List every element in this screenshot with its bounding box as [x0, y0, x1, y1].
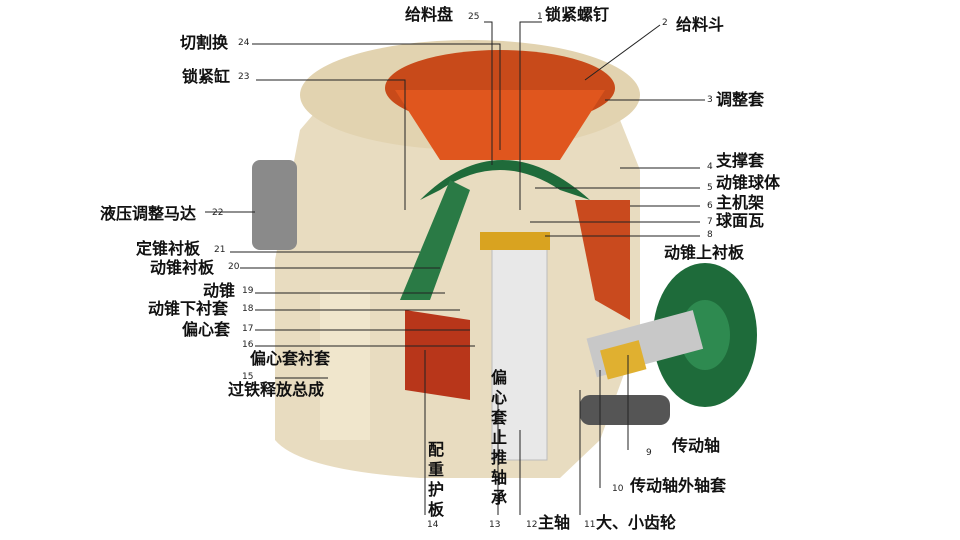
label-support-ring: 支撑套: [716, 151, 765, 170]
eccentric-bushing: [480, 232, 550, 250]
num-21: 21: [214, 245, 226, 255]
num-24: 24: [238, 38, 250, 48]
label-main-shaft: 主轴: [538, 513, 571, 532]
label-concave-liner: 定锥衬板: [136, 239, 201, 258]
label-lower-head-bushing: 动锥下衬套: [148, 299, 229, 318]
counterweight: [405, 310, 470, 400]
label-head: 动锥: [203, 281, 236, 300]
num-7: 7: [707, 217, 713, 227]
label-eccentric-bushing: 偏心套衬套: [250, 349, 331, 368]
concave-liner: [400, 180, 470, 300]
hydraulic-motor: [252, 160, 297, 250]
num-20: 20: [228, 262, 240, 272]
frame-red: [575, 200, 630, 320]
num-19: 19: [242, 286, 254, 296]
num-17: 17: [242, 324, 254, 334]
num-1: 1: [537, 12, 543, 22]
label-adjust-ring: 调整套: [716, 90, 765, 109]
num-18: 18: [242, 304, 254, 314]
num-14: 14: [427, 520, 439, 530]
label-thrust-bearing: 偏心套止推轴承: [491, 368, 508, 507]
label-eccentric: 偏心套: [182, 320, 231, 339]
num-4: 4: [707, 162, 713, 172]
label-lock-bolt: 锁紧螺钉: [545, 5, 610, 24]
num-6: 6: [707, 201, 713, 211]
label-main-frame: 主机架: [716, 193, 765, 212]
support-post: [320, 290, 370, 440]
num-13: 13: [489, 520, 501, 530]
num-22: 22: [212, 208, 224, 218]
num-16: 16: [242, 340, 254, 350]
outer-housing: [580, 395, 670, 425]
num-3: 3: [707, 95, 713, 105]
num-8: 8: [707, 230, 713, 240]
label-socket-liner: 球面瓦: [716, 211, 765, 230]
num-2: 2: [662, 18, 668, 28]
label-mantle: 动锥衬板: [150, 258, 215, 277]
mantle-green: [420, 160, 590, 200]
label-feed-hopper: 给料斗: [676, 15, 725, 34]
label-tramp-release: 过铁释放总成: [228, 380, 325, 399]
label-upper-mantle: 动锥上衬板: [664, 243, 745, 262]
num-11: 11: [584, 520, 596, 530]
num-10: 10: [612, 484, 624, 494]
num-12: 12: [526, 520, 538, 530]
num-5: 5: [707, 183, 713, 193]
label-hydraulic-motor: 液压调整马达: [100, 204, 197, 223]
shaft-housing: [600, 340, 647, 380]
num-15: 15: [242, 372, 254, 382]
label-counterweight-guard: 配重护板: [428, 440, 445, 519]
num-23: 23: [238, 72, 250, 82]
label-lock-cylinder: 锁紧缸: [182, 67, 231, 86]
label-countershaft: 传动轴: [672, 436, 721, 455]
label-head-ball: 动锥球体: [716, 173, 781, 192]
label-feed-plate: 给料盘: [405, 5, 454, 24]
num-25: 25: [468, 12, 480, 22]
label-cutting-ring: 切割换: [180, 33, 229, 52]
label-countershaft-box: 传动轴外轴套: [630, 476, 727, 495]
num-9: 9: [646, 448, 652, 458]
label-gears: 大、小齿轮: [596, 513, 677, 532]
leader-lines: [205, 21, 705, 515]
